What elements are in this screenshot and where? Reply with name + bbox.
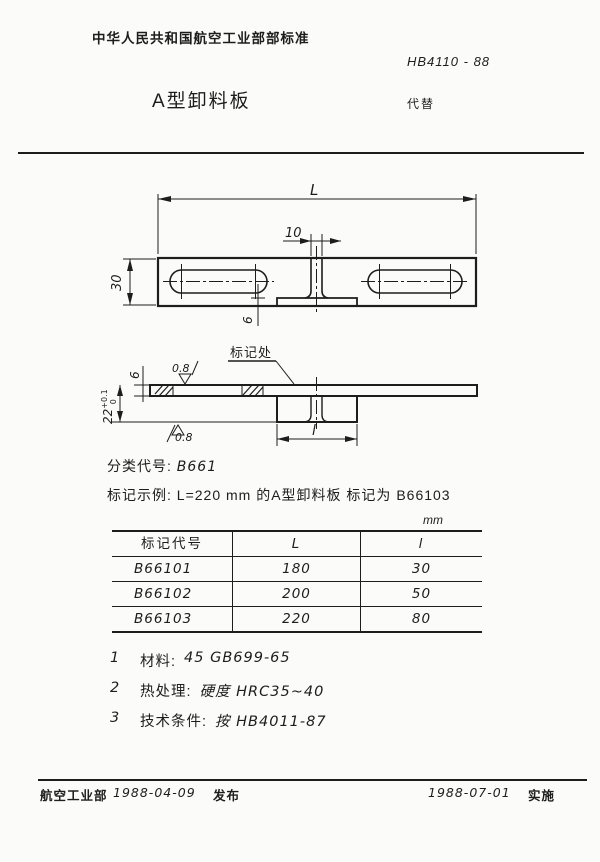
side-view: 标记处 0.8 6 22+0.10 0.8 l (100, 346, 478, 446)
note-number: 1 (110, 650, 120, 666)
classification-value: B661 (176, 459, 218, 475)
note-label: 技术条件: (140, 714, 208, 730)
note-item: 1 材料: 45 GB699-65 (110, 650, 327, 671)
note-value: 硬度 HRC35~40 (199, 684, 325, 700)
roughness-symbol-bottom (171, 424, 185, 436)
footer-issue-label: 发布 (213, 789, 241, 803)
dim-22-label: 22+0.10 (100, 389, 118, 424)
note-number: 3 (110, 710, 120, 726)
roughness-top-value: 0.8 (172, 362, 190, 375)
plate-section (149, 384, 478, 397)
dim-6-side-label: 6 (128, 371, 142, 379)
table-unit-label: mm (423, 513, 443, 527)
supersedes-label: 代替 (407, 97, 436, 111)
footer-impl-date: 1988-07-01 (428, 785, 511, 800)
standard-number: HB4110 - 88 (407, 54, 491, 69)
marking-example-label: 标记示例: (107, 487, 172, 503)
dim-L-label: L (310, 181, 318, 199)
footer-issue-date: 1988-04-09 (113, 785, 196, 800)
table-header-L: L (232, 532, 360, 557)
dim-l-label: l (312, 423, 316, 439)
classification-label: 分类代号: (107, 458, 172, 474)
document-title: A型卸料板 (152, 91, 251, 112)
table-header-l: l (360, 532, 482, 557)
note-label: 材料: (140, 654, 177, 670)
front-view: L 30 10 6 (110, 181, 478, 326)
roughness-bottom-value: 0.8 (175, 431, 193, 444)
section-hatch (154, 384, 264, 397)
t-slot-stem (304, 258, 312, 299)
table-cell: 220 (232, 607, 360, 631)
notes-list: 1 材料: 45 GB699-65 2 热处理: 硬度 HRC35~40 3 技… (110, 650, 327, 740)
table-cell: B66102 (112, 582, 232, 607)
table-cell: 80 (360, 607, 482, 631)
dim-6-front-label: 6 (241, 316, 255, 324)
footer-rule (38, 779, 587, 781)
classification-line: 分类代号: B661 (107, 456, 217, 476)
note-number: 2 (110, 680, 120, 696)
table-cell: 30 (360, 557, 482, 582)
table-cell: 180 (232, 557, 360, 582)
marking-example-line: 标记示例: L=220 mm 的A型卸料板 标记为 B66103 (107, 485, 451, 505)
table-cell: B66103 (134, 611, 193, 627)
leader-line (275, 360, 295, 385)
note-item: 2 热处理: 硬度 HRC35~40 (110, 680, 327, 701)
footer-org: 航空工业部 (40, 789, 108, 803)
size-table: 标记代号 L l B66101 180 30 B66102 200 50 B66… (112, 530, 482, 633)
note-item: 3 技术条件: 按 HB4011-87 (110, 710, 327, 731)
table-cell: B66101 (112, 557, 232, 582)
table-cell: 200 (232, 582, 360, 607)
note-label: 热处理: (140, 684, 192, 700)
table-header-code: 标记代号 (112, 532, 232, 557)
dim-30-label: 30 (110, 274, 125, 291)
footer-impl-label: 实施 (528, 789, 556, 803)
standard-org-title: 中华人民共和国航空工业部部标准 (92, 31, 310, 46)
note-value: 45 GB699-65 (184, 650, 291, 666)
roughness-symbol-top (178, 373, 192, 385)
dim-10-label: 10 (285, 226, 302, 241)
note-value: 按 HB4011-87 (215, 714, 327, 730)
header-rule (18, 152, 584, 154)
marking-example-value: L=220 mm 的A型卸料板 标记为 B66103 (176, 487, 451, 503)
table-cell: 50 (360, 582, 482, 607)
mark-location-label: 标记处 (230, 346, 272, 361)
